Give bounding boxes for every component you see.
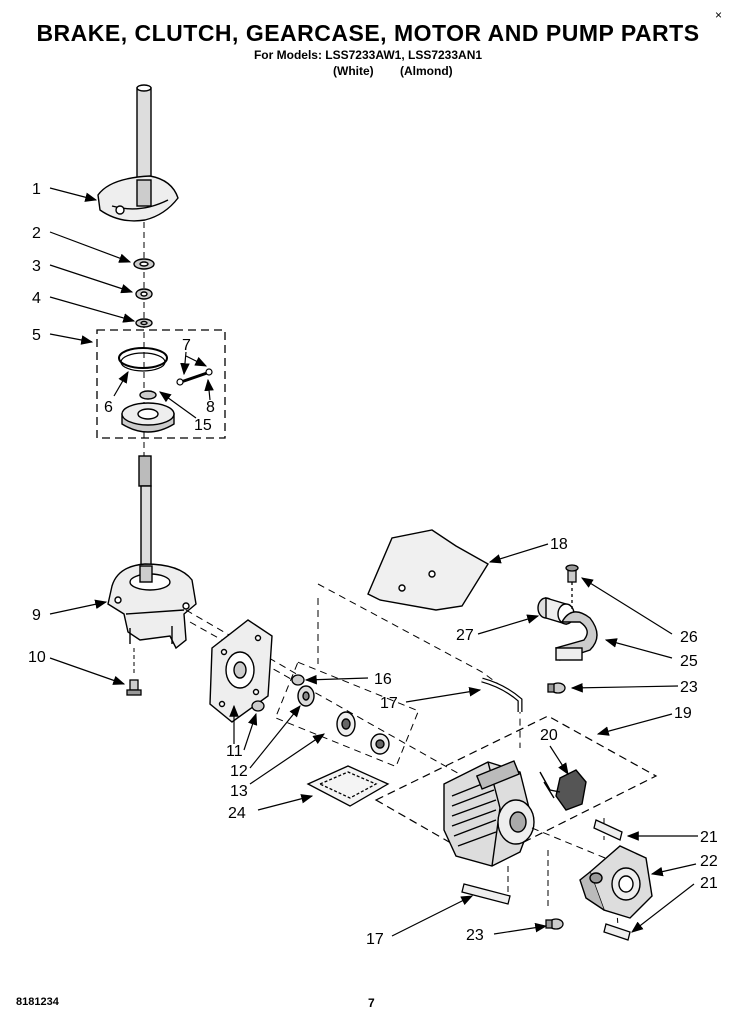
callout-10: 10 [28,649,46,666]
part-11-bushing[interactable] [251,700,265,712]
callout-3: 3 [32,258,41,275]
part-23-screw-lower[interactable] [545,918,564,930]
part-17-bracket-lower[interactable] [461,883,511,905]
part-19-motor-outline[interactable] [374,715,658,863]
callout-27: 27 [456,627,474,644]
callout-11: 11 [226,743,243,760]
part-23-screw-upper[interactable] [547,682,566,694]
callout-9: 9 [32,607,41,624]
models-line: For Models: LSS7233AW1, LSS7233AN1 [253,48,483,62]
part-4-washer[interactable] [135,318,153,328]
callout-arrows [49,187,698,937]
part-1-brake-cam[interactable] [97,175,179,222]
drive-shaft-lower [138,455,152,577]
document-number: 8181234 [16,996,59,1008]
part-26-screw[interactable] [565,564,579,612]
part-10-bolt[interactable] [126,648,142,696]
part-16-screw[interactable] [291,674,305,686]
color-almond-label: (Almond) [400,64,453,78]
part-21-clip-lower[interactable] [603,923,631,941]
callout-26: 26 [680,629,698,646]
callout-12: 12 [230,763,248,780]
part-6-brake-spring[interactable] [118,347,168,372]
part-22-pump[interactable] [579,845,653,919]
callout-17-upper: 17 [380,695,398,712]
part-11-drive-plate[interactable] [209,619,273,723]
part-9-gearcase[interactable] [107,563,197,650]
motor[interactable] [443,760,535,867]
callout-24: 24 [228,805,246,822]
part-7-8-spring-pin[interactable] [176,368,213,386]
callout-21-lower: 21 [700,875,718,892]
callout-6: 6 [104,399,113,416]
part-21-clip-upper[interactable] [593,819,623,841]
callout-21-upper: 21 [700,829,718,846]
callout-4: 4 [32,290,41,307]
part-20-motor-switch[interactable] [539,769,587,811]
callout-23-upper: 23 [680,679,698,696]
part-5-kit-outline[interactable] [96,329,226,439]
coupling-group-outline [274,661,420,768]
part-18-motor-shield[interactable] [367,529,489,611]
part-15-brake-rotor[interactable] [121,390,175,433]
part-27-capacitor[interactable] [537,597,575,625]
callout-2: 2 [32,225,41,242]
part-13-coupling-hub[interactable] [336,711,390,755]
part-24-shield[interactable] [306,765,390,807]
part-3-retainer[interactable] [135,288,153,300]
diagram-title: BRAKE, CLUTCH, GEARCASE, MOTOR AND PUMP … [36,20,700,46]
callout-25: 25 [680,653,698,670]
callout-1: 1 [32,181,41,198]
callout-18: 18 [550,536,568,553]
color-white-label: (White) [333,64,374,78]
part-2-washer[interactable] [133,258,155,270]
callout-8: 8 [206,399,215,416]
callout-7: 7 [182,337,191,354]
part-25-capacitor-clamp[interactable] [555,611,598,661]
close-icon[interactable]: × [714,8,722,22]
assembly-line-motor-pump [531,827,611,861]
callout-15: 15 [194,417,212,434]
callout-17-lower: 17 [366,931,384,948]
callout-19: 19 [674,705,692,722]
callout-5: 5 [32,327,41,344]
callout-16: 16 [374,671,392,688]
callout-23-lower: 23 [466,927,484,944]
callout-13: 13 [230,783,248,800]
callout-20: 20 [540,727,558,744]
page-number: 7 [368,996,375,1010]
callout-22: 22 [700,853,718,870]
part-12-coupling[interactable] [297,685,315,707]
